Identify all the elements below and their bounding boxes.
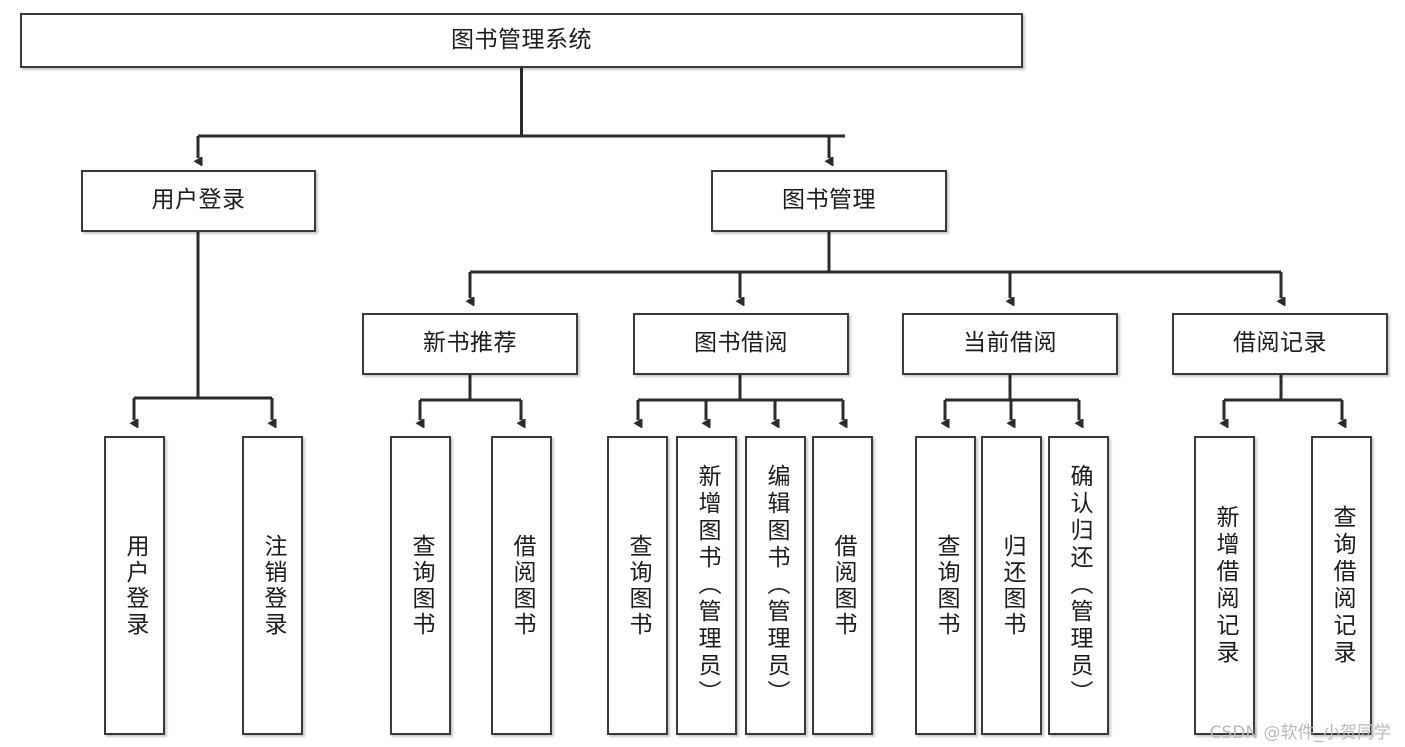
leaf-user-logout[interactable]: 注销登录 bbox=[242, 436, 303, 735]
leaf-newbook-borrow-label: 借阅图书 bbox=[509, 533, 535, 638]
leaf-borrow-query-book[interactable]: 查询图书 bbox=[607, 436, 668, 735]
leaf-current-query-book-label: 查询图书 bbox=[933, 533, 959, 638]
leaf-record-query-label: 查询借阅记录 bbox=[1329, 504, 1355, 667]
node-current-borrow[interactable]: 当前借阅 bbox=[902, 313, 1118, 375]
leaf-current-confirm-return-label: 确认归还（管理员） bbox=[1066, 464, 1092, 707]
node-root-label: 图书管理系统 bbox=[451, 26, 592, 53]
csdn-watermark: CSDN @软件_小贺同学 bbox=[1209, 723, 1391, 743]
leaf-newbook-query[interactable]: 查询图书 bbox=[390, 436, 451, 735]
leaf-record-add-label: 新增借阅记录 bbox=[1212, 504, 1238, 667]
leaf-borrow-query-book-label: 查询图书 bbox=[625, 533, 651, 638]
leaf-record-query[interactable]: 查询借阅记录 bbox=[1311, 436, 1372, 735]
leaf-borrow-add-book[interactable]: 新增图书（管理员） bbox=[676, 436, 737, 735]
node-current-borrow-label: 当前借阅 bbox=[963, 330, 1057, 357]
node-new-book-recommend[interactable]: 新书推荐 bbox=[362, 313, 578, 375]
leaf-user-login-label: 用户登录 bbox=[122, 533, 148, 638]
node-new-book-recommend-label: 新书推荐 bbox=[423, 330, 517, 357]
node-root[interactable]: 图书管理系统 bbox=[20, 13, 1023, 68]
leaf-current-return-book[interactable]: 归还图书 bbox=[981, 436, 1042, 735]
node-borrow-record-label: 借阅记录 bbox=[1233, 330, 1327, 357]
leaf-borrow-borrow-book[interactable]: 借阅图书 bbox=[812, 436, 873, 735]
leaf-newbook-query-label: 查询图书 bbox=[408, 533, 434, 638]
node-borrow-record[interactable]: 借阅记录 bbox=[1172, 313, 1388, 375]
leaf-borrow-add-book-label: 新增图书（管理员） bbox=[694, 464, 720, 707]
node-book-borrow-label: 图书借阅 bbox=[694, 330, 788, 357]
node-book-management[interactable]: 图书管理 bbox=[711, 170, 947, 232]
leaf-current-return-book-label: 归还图书 bbox=[999, 533, 1025, 638]
leaf-user-login[interactable]: 用户登录 bbox=[104, 436, 165, 735]
node-user-login-label: 用户登录 bbox=[151, 187, 246, 214]
node-book-management-label: 图书管理 bbox=[782, 187, 876, 214]
leaf-current-confirm-return[interactable]: 确认归还（管理员） bbox=[1048, 436, 1109, 735]
leaf-borrow-edit-book-label: 编辑图书（管理员） bbox=[763, 464, 789, 707]
node-user-login[interactable]: 用户登录 bbox=[81, 170, 316, 232]
leaf-record-add[interactable]: 新增借阅记录 bbox=[1194, 436, 1255, 735]
leaf-borrow-borrow-book-label: 借阅图书 bbox=[830, 533, 856, 638]
node-book-borrow[interactable]: 图书借阅 bbox=[633, 313, 849, 375]
leaf-user-logout-label: 注销登录 bbox=[260, 533, 286, 638]
leaf-current-query-book[interactable]: 查询图书 bbox=[915, 436, 976, 735]
leaf-borrow-edit-book[interactable]: 编辑图书（管理员） bbox=[745, 436, 806, 735]
leaf-newbook-borrow[interactable]: 借阅图书 bbox=[491, 436, 552, 735]
